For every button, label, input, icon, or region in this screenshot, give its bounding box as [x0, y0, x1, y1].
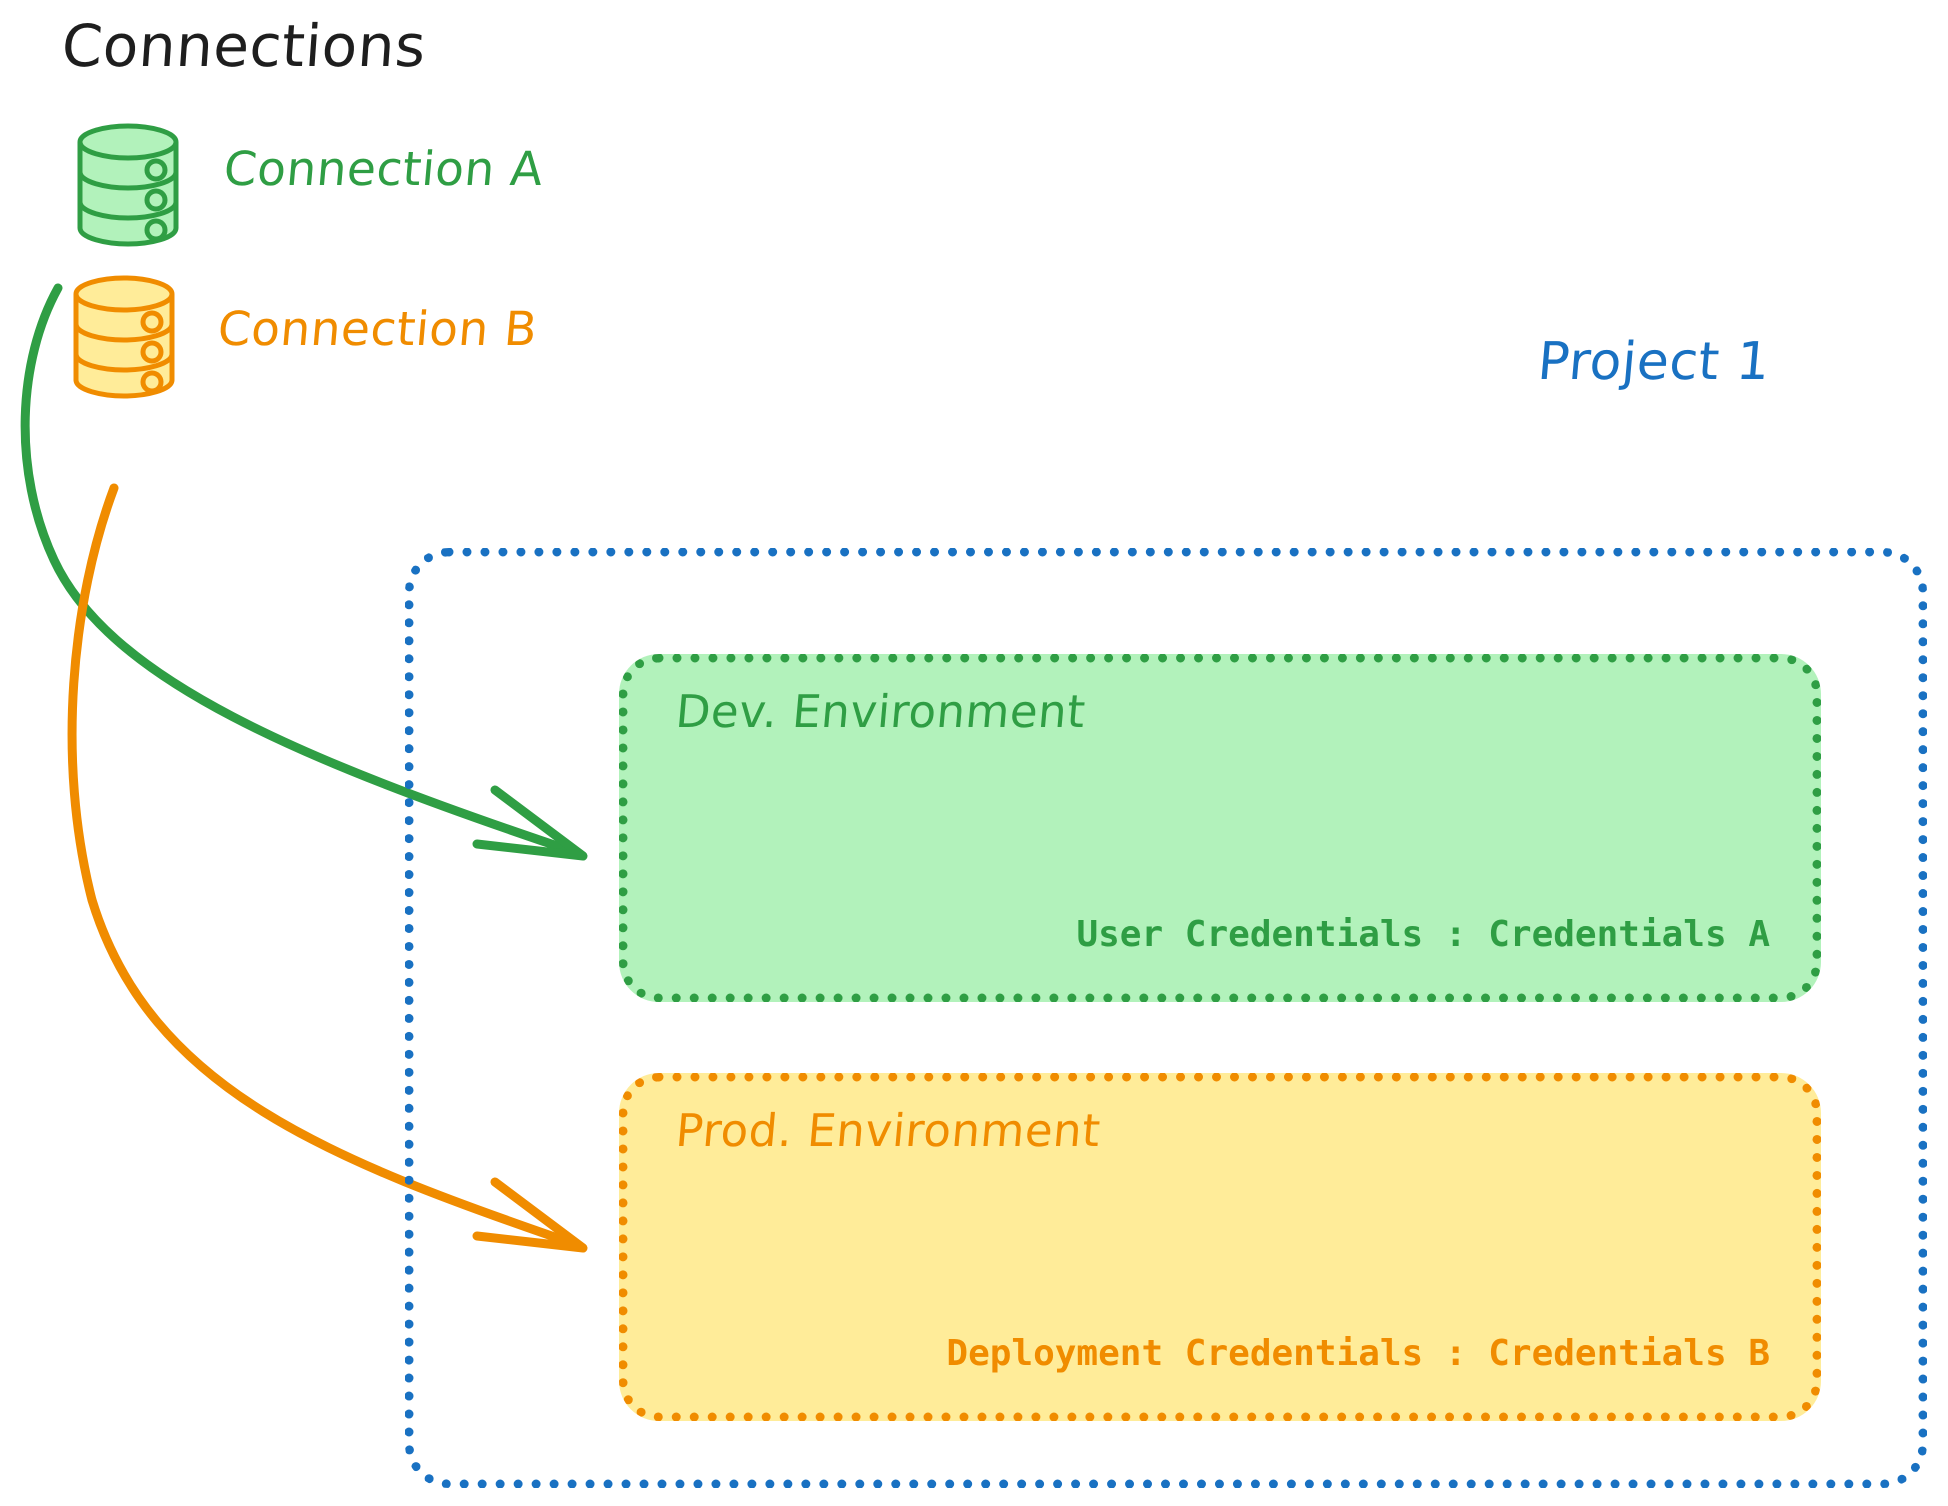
- page-title: Connections: [59, 12, 429, 80]
- project-container: [405, 548, 1927, 1488]
- prod-environment-box[interactable]: Prod. Environment Deployment Credentials…: [619, 1073, 1821, 1421]
- dev-environment-credentials: User Credentials : Credentials A: [1076, 914, 1770, 955]
- database-cylinder-icon: [73, 275, 175, 399]
- arrow-connection-b-to-prod: [67, 483, 588, 1253]
- dev-environment-box[interactable]: Dev. Environment User Credentials : Cred…: [619, 654, 1821, 1002]
- connection-b-label: Connection B: [215, 302, 540, 357]
- database-cylinder-icon: [77, 123, 179, 247]
- prod-environment-title: Prod. Environment: [673, 1104, 1103, 1157]
- project-title: Project 1: [1535, 332, 1773, 392]
- dev-environment-title: Dev. Environment: [673, 685, 1088, 738]
- connection-a-label: Connection A: [221, 142, 546, 197]
- arrow-connection-a-to-dev: [20, 283, 588, 861]
- prod-environment-credentials: Deployment Credentials : Credentials B: [946, 1333, 1770, 1374]
